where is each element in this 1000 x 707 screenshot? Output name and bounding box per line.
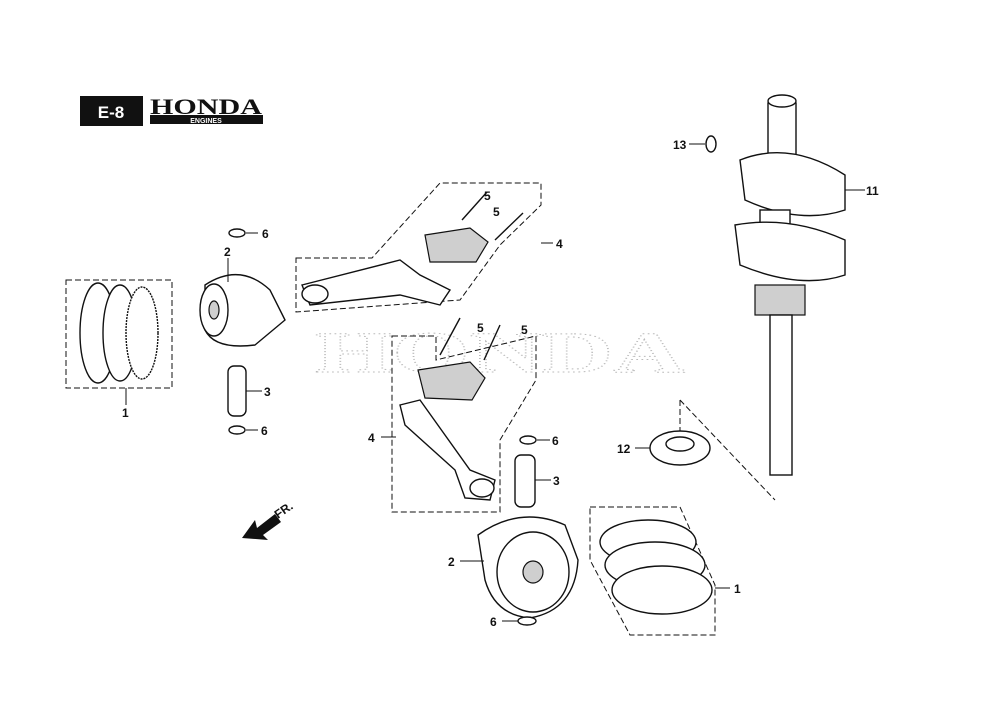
callout-labels: 6 2 1 3 6 5 5 4 5 5 4 6 3 2 6 1 12 13 11 bbox=[122, 138, 879, 629]
piston-right bbox=[460, 516, 579, 619]
thrust-washer bbox=[649, 430, 711, 466]
piston-pin bbox=[514, 454, 536, 508]
piston-ring-set-right bbox=[589, 506, 730, 636]
callout-6: 6 bbox=[262, 227, 269, 241]
piston-left bbox=[199, 258, 286, 347]
callout-5: 5 bbox=[521, 323, 528, 337]
callout-3: 3 bbox=[264, 385, 271, 399]
front-direction-arrow: FR. bbox=[242, 499, 296, 540]
callout-3: 3 bbox=[553, 474, 560, 488]
section-code: E-8 bbox=[98, 103, 124, 122]
crankshaft bbox=[679, 94, 865, 501]
connecting-rod-upper bbox=[295, 182, 553, 313]
callout-1: 1 bbox=[122, 406, 129, 420]
callout-1: 1 bbox=[734, 582, 741, 596]
callout-13: 13 bbox=[673, 138, 687, 152]
callout-4: 4 bbox=[556, 237, 563, 251]
honda-engines-logo: HONDA ENGINES bbox=[150, 94, 263, 125]
callout-4: 4 bbox=[368, 431, 375, 445]
callout-5: 5 bbox=[493, 205, 500, 219]
callout-6: 6 bbox=[552, 434, 559, 448]
piston-pin-clip bbox=[228, 425, 246, 435]
callout-6: 6 bbox=[490, 615, 497, 629]
piston-pin-clip bbox=[517, 616, 537, 626]
piston-pin bbox=[227, 365, 247, 417]
woodruff-key bbox=[705, 135, 717, 153]
piston-pin-clip bbox=[228, 228, 246, 238]
brand-sub-text: ENGINES bbox=[190, 118, 222, 125]
callout-11: 11 bbox=[866, 184, 879, 198]
watermark: HONDA bbox=[315, 320, 685, 385]
callout-2: 2 bbox=[224, 245, 231, 259]
connecting-rod-lower bbox=[381, 317, 537, 513]
callout-6: 6 bbox=[261, 424, 268, 438]
callout-2: 2 bbox=[448, 555, 455, 569]
section-badge: E-8 bbox=[80, 96, 143, 126]
callout-5: 5 bbox=[477, 321, 484, 335]
piston-ring-set-left bbox=[65, 279, 173, 405]
piston-pin-clip bbox=[519, 435, 537, 445]
brand-text: HONDA bbox=[150, 94, 262, 119]
callout-5: 5 bbox=[484, 189, 491, 203]
callout-12: 12 bbox=[617, 442, 631, 456]
